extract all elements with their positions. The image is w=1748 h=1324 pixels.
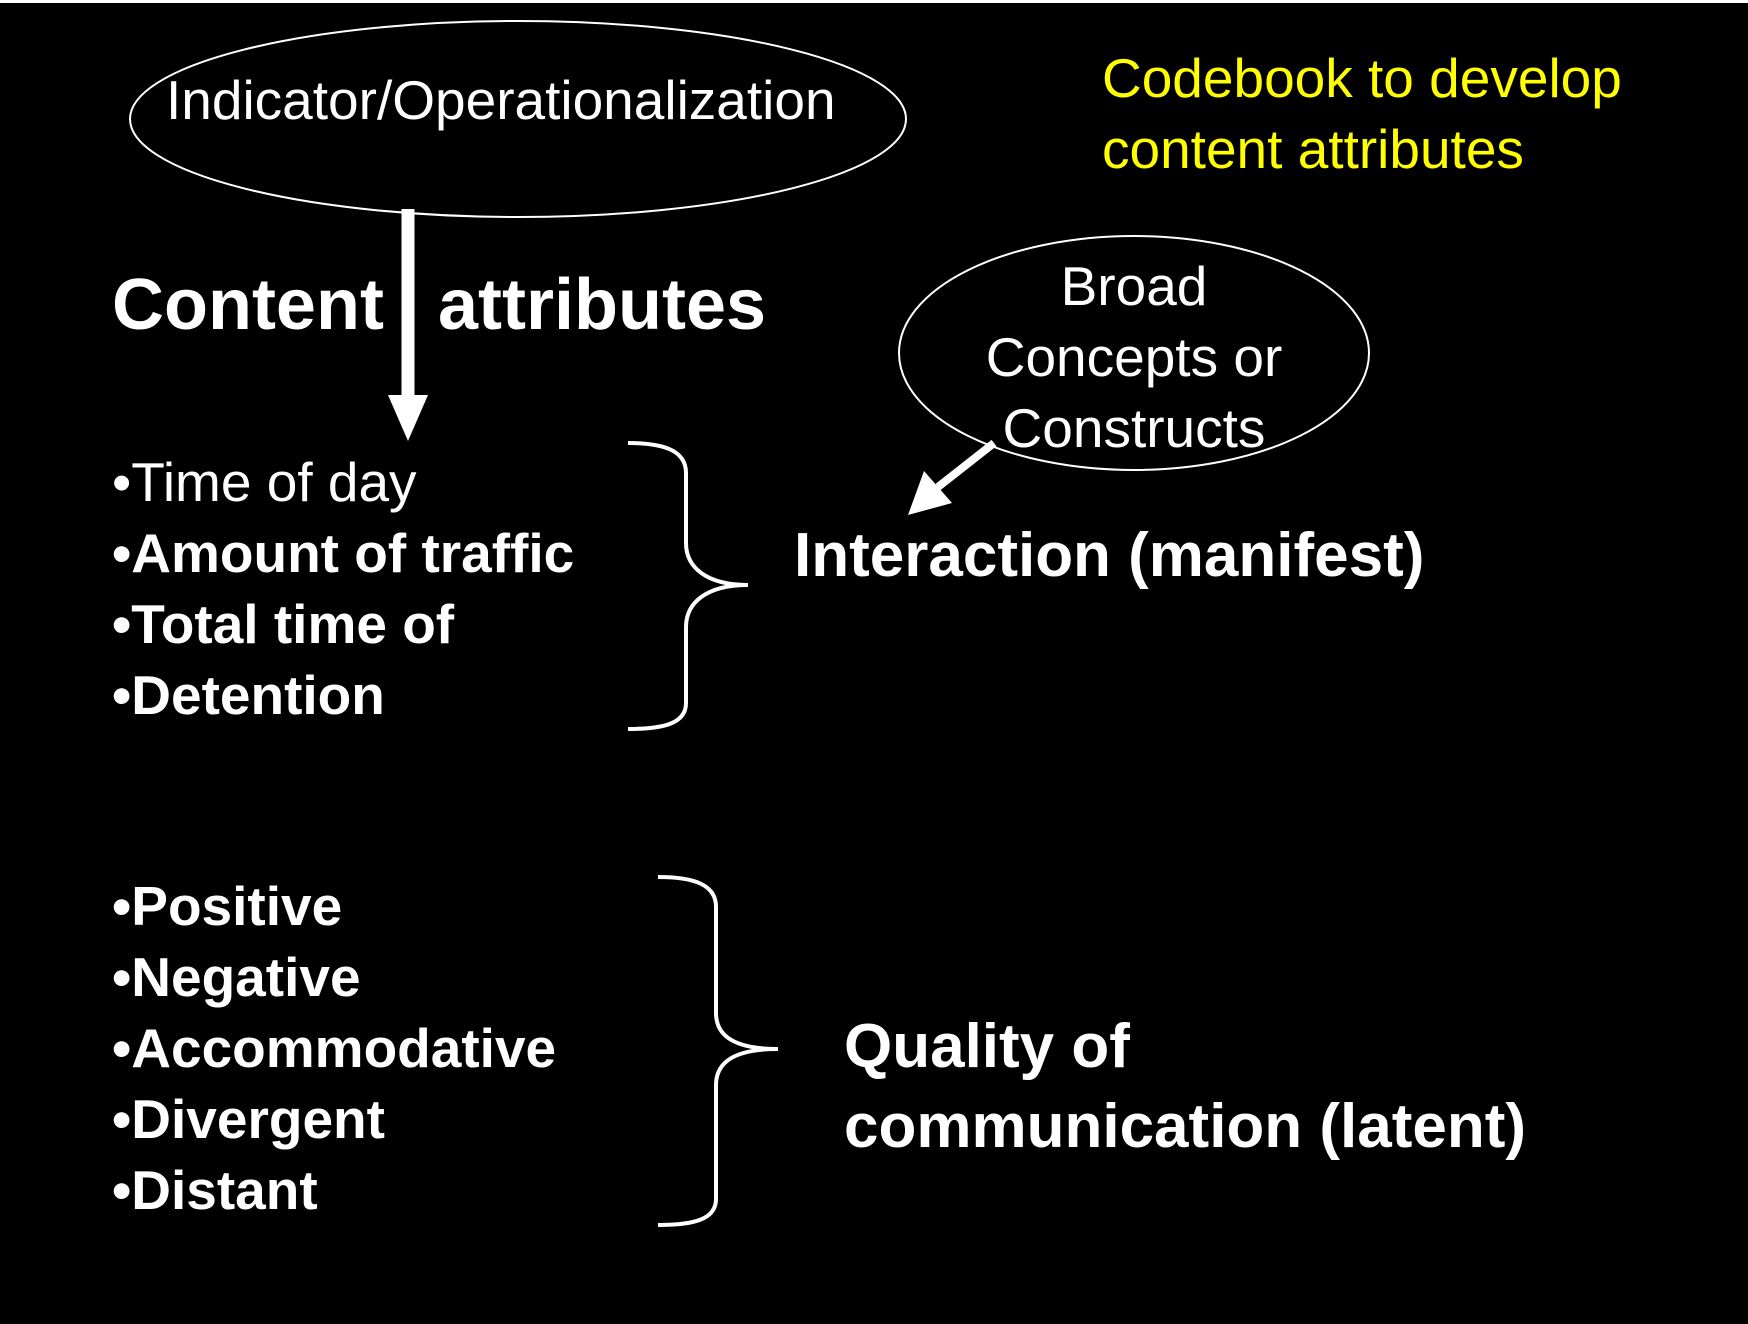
heading-attributes: attributes bbox=[438, 265, 767, 345]
interaction-label: Interaction (manifest) bbox=[794, 521, 1425, 590]
list-item: Negative bbox=[112, 942, 556, 1013]
list-item: Total time of bbox=[112, 589, 574, 660]
concepts-line: Constructs bbox=[1002, 397, 1266, 459]
down-arrow-icon bbox=[388, 209, 428, 441]
list-item: Time of day bbox=[112, 447, 574, 518]
list-item: Distant bbox=[112, 1155, 556, 1226]
diagram-shapes bbox=[129, 20, 1370, 1227]
interaction-indicator-list: Time of day Amount of traffic Total time… bbox=[112, 447, 574, 731]
indicator-oval bbox=[129, 20, 907, 218]
quality-label: Quality of communication (latent) bbox=[844, 1007, 1526, 1167]
concepts-line: Concepts or bbox=[985, 326, 1283, 388]
slide: Codebook to develop content attributes I… bbox=[0, 3, 1748, 1324]
codebook-note-line: Codebook to develop bbox=[1102, 47, 1622, 109]
heading-content: Content bbox=[112, 265, 384, 345]
list-item: Accommodative bbox=[112, 1013, 556, 1084]
concepts-label: Broad Concepts or Constructs bbox=[986, 251, 1283, 464]
concepts-line: Broad bbox=[1060, 255, 1208, 317]
right-brace-icon bbox=[657, 875, 779, 1227]
indicator-label: Indicator/Operationalization bbox=[166, 69, 836, 131]
concepts-oval bbox=[898, 235, 1370, 471]
codebook-note: Codebook to develop content attributes bbox=[1102, 43, 1622, 185]
list-item: Amount of traffic bbox=[112, 518, 574, 589]
list-item: Detention bbox=[112, 660, 574, 731]
quality-label-line: Quality of bbox=[844, 1012, 1130, 1081]
right-brace-icon bbox=[627, 441, 749, 731]
codebook-note-line: content attributes bbox=[1102, 118, 1524, 180]
quality-label-line: communication (latent) bbox=[844, 1092, 1527, 1161]
quality-indicator-list: Positive Negative Accommodative Divergen… bbox=[112, 871, 556, 1226]
list-item: Positive bbox=[112, 871, 556, 942]
diagonal-arrow-icon bbox=[908, 439, 997, 515]
list-item: Divergent bbox=[112, 1084, 556, 1155]
